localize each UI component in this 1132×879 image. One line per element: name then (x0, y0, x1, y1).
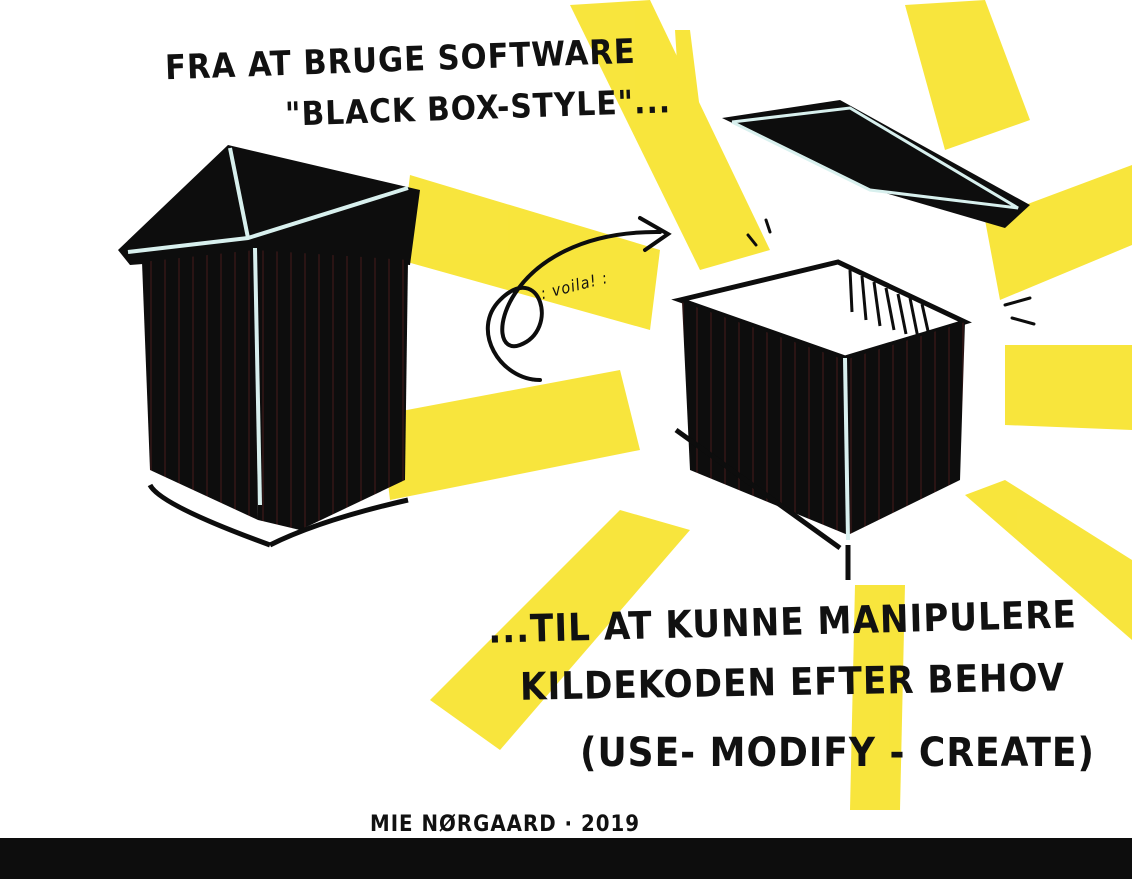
ray (400, 175, 660, 330)
ray (985, 165, 1132, 300)
black-box-closed (118, 145, 420, 545)
ray (905, 0, 1030, 150)
ray (1005, 345, 1132, 430)
caption-line-3: (USE- MODIFY - CREATE) (580, 730, 1095, 776)
ray (380, 370, 640, 500)
open-box (676, 262, 965, 580)
bottom-bar (0, 838, 1132, 879)
box-side (255, 250, 408, 530)
artist-signature: MIE NØRGAARD · 2019 (370, 812, 640, 837)
box-front (142, 250, 258, 520)
